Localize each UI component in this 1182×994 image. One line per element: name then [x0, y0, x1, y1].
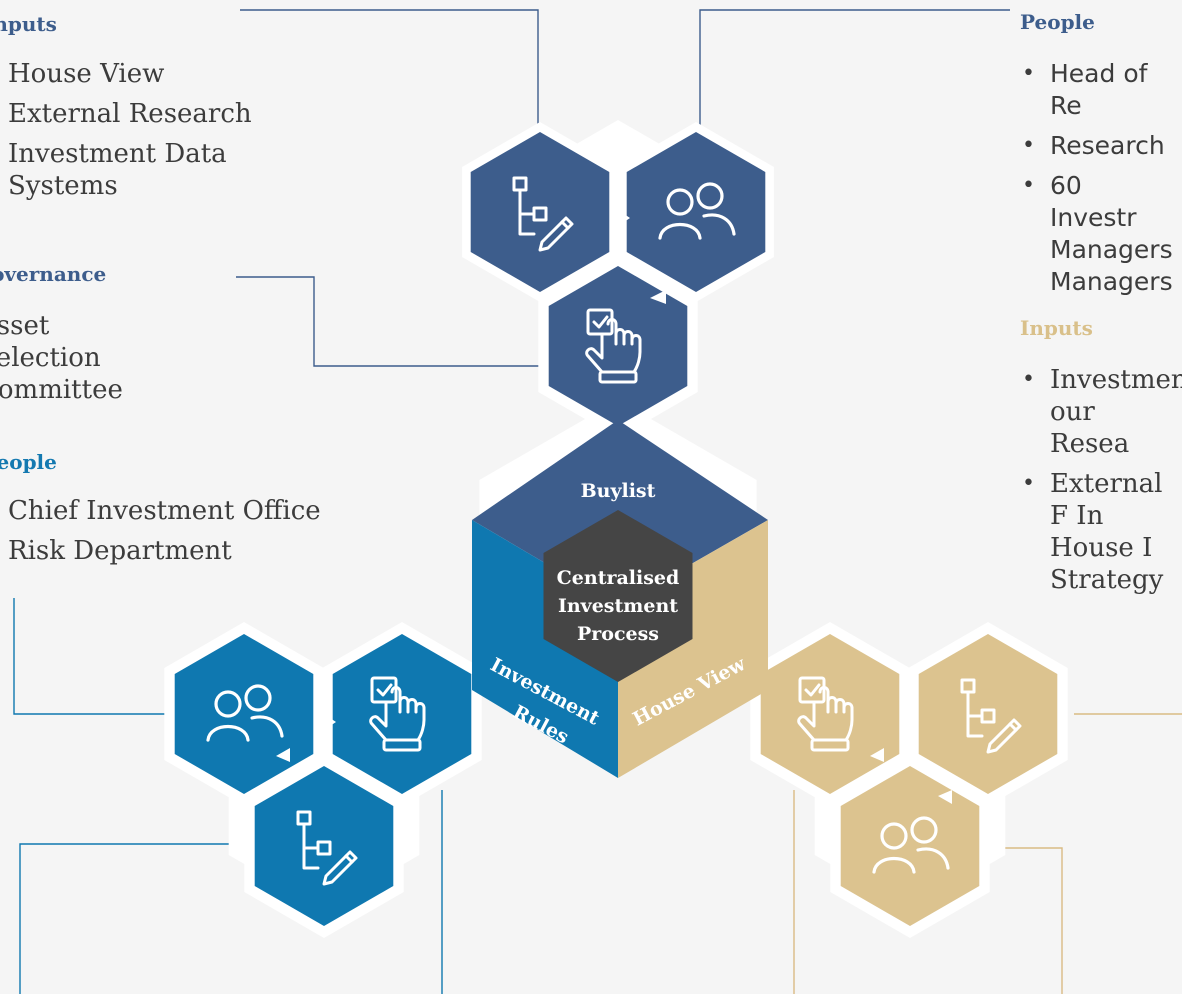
- buylist-label: Buylist: [581, 480, 656, 502]
- connector-line: [19, 843, 244, 994]
- governance-heading: Governance: [0, 262, 107, 286]
- core-label-line2: Investment: [558, 595, 678, 617]
- list-item: Risk Department: [0, 535, 358, 567]
- hexagon-shape: [332, 634, 472, 794]
- hexagon-shape: [470, 132, 610, 292]
- hexagon-shape: [174, 634, 314, 794]
- list-item: Research: [1020, 130, 1182, 162]
- core-label-line1: Centralised: [557, 567, 680, 589]
- hexagon-shape: [626, 132, 766, 292]
- right-people-list: Head of Re Research 60 Investr Managers …: [1020, 58, 1182, 306]
- flow-arrow: [276, 748, 290, 762]
- list-item: Investment Data Systems: [0, 138, 248, 202]
- list-item: House View: [0, 58, 278, 90]
- left-people-list: Chief Investment Office Risk Department: [0, 495, 358, 575]
- connector-line: [13, 598, 170, 715]
- list-item: External F In House I Strategy: [1020, 468, 1180, 596]
- connector-line: [236, 276, 540, 367]
- connector-line: [240, 9, 539, 130]
- list-item: External Research: [0, 98, 278, 130]
- flow-arrow: [650, 290, 666, 304]
- hex-node-research-tools: [470, 132, 610, 292]
- flow-arrow: [324, 714, 336, 730]
- list-item: Investmen our Resea: [1020, 364, 1182, 460]
- hex-node-people: [174, 634, 314, 794]
- flow-arrow: [870, 748, 884, 762]
- list-item: Head of Re: [1020, 58, 1182, 122]
- core-hexagon: [543, 510, 693, 682]
- hex-nodes: [174, 132, 1058, 926]
- governance-list: Asset Selection Committee: [0, 310, 218, 414]
- right-inputs-list: Investmen our Resea External F In House …: [1020, 364, 1182, 604]
- flow-arrow: [618, 210, 630, 226]
- hex-node-research-tools: [254, 766, 394, 926]
- core-label-line3: Process: [577, 623, 659, 645]
- hexagon-shape: [918, 634, 1058, 794]
- top-left-inputs-heading: Inputs: [0, 12, 57, 36]
- hex-node-people: [840, 766, 980, 926]
- top-left-inputs-list: House View External Research Investment …: [0, 58, 278, 210]
- right-inputs-heading: Inputs: [1020, 316, 1093, 340]
- hexagon-shape: [254, 766, 394, 926]
- hex-node-governance: [760, 634, 900, 794]
- hexagon-shape: [840, 766, 980, 926]
- hex-node-governance: [332, 634, 472, 794]
- hexagon-shape: [548, 266, 688, 426]
- list-item: Asset Selection Committee: [0, 310, 168, 406]
- hex-node-research-tools: [918, 634, 1058, 794]
- list-item: 60 Investr Managers Managers: [1020, 170, 1173, 298]
- connector-line: [699, 9, 1010, 130]
- flow-arrow: [938, 790, 952, 804]
- central-cube: BuylistCentralisedInvestmentProcessInves…: [472, 420, 768, 778]
- hex-node-governance: [548, 266, 688, 426]
- hex-node-people: [626, 132, 766, 292]
- left-people-heading: People: [0, 450, 57, 474]
- list-item: Chief Investment Office: [0, 495, 358, 527]
- right-people-heading: People: [1020, 10, 1095, 34]
- hexagon-shape: [760, 634, 900, 794]
